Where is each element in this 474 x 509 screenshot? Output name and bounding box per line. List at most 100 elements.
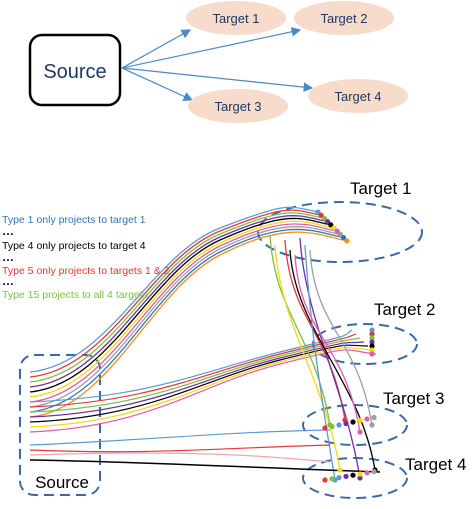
top-panel: Source Target 1 Target 2 Target 3 Target…: [28, 1, 408, 123]
fiber-to-target-2: [29, 344, 369, 423]
arrow-to-target-4: [121, 67, 314, 92]
terminal-dots: [315, 209, 378, 483]
legend-ellipsis: …: [2, 250, 14, 264]
terminal-dot-target-2: [369, 347, 375, 353]
terminal-dot-target-4: [371, 469, 377, 475]
fiber-to-target-3: [29, 429, 331, 446]
fiber-to-target-4: [29, 459, 381, 473]
terminal-dot-target-1: [321, 215, 327, 221]
bottom-target-4-label: Target 4: [405, 455, 466, 474]
top-target-4-label: Target 4: [335, 89, 382, 104]
legend-ellipsis: …: [2, 274, 14, 288]
terminal-dot-target-1: [318, 212, 324, 218]
terminal-dot-target-3: [371, 414, 377, 421]
terminal-dot-target-4: [357, 471, 363, 477]
fiber-descending: [269, 234, 331, 426]
fiber-to-target-2: [29, 329, 353, 403]
terminal-dot-target-3: [336, 422, 342, 428]
fiber-to-target-2: [29, 337, 361, 413]
fiber-to-target-1: [29, 223, 338, 403]
bottom-source-region: [19, 354, 101, 496]
fiber-descending: [274, 244, 341, 471]
bottom-source-label: Source: [35, 473, 89, 492]
arrow-to-target-1: [121, 29, 192, 69]
terminal-dot-lower: [337, 467, 343, 473]
fiber-to-target-2: [29, 341, 365, 418]
fiber-descending: [309, 249, 373, 426]
fiber-to-target-4: [29, 452, 331, 463]
legend-item-type-4: Type 4 only projects to target 4: [2, 240, 146, 252]
target-1-region: [257, 201, 423, 263]
terminal-dot-target-4: [350, 472, 356, 478]
arrow-to-target-3: [121, 67, 194, 101]
top-source-box: [28, 33, 122, 107]
terminal-dot-target-3: [343, 420, 349, 427]
terminal-dot-target-2: [369, 335, 375, 341]
top-target-1-node: [186, 1, 286, 35]
top-target-1-label: Target 1: [213, 11, 260, 26]
legend-item-type-15: Type 15 projects to all 4 targets: [2, 289, 148, 301]
terminal-dot-target-3: [364, 416, 370, 422]
terminal-dot-lower: [369, 422, 375, 428]
fiber-descending: [289, 249, 376, 471]
fiber-to-target-1: [29, 209, 322, 378]
fiber-to-target-1: [29, 226, 341, 408]
legend-ellipsis: …: [2, 224, 14, 238]
fiber-bundle: [29, 206, 381, 481]
terminal-dot-target-2: [369, 331, 375, 337]
terminal-dot-target-1: [331, 225, 337, 231]
bottom-panel: Type 1 only projects to target 1 … Type …: [2, 179, 466, 499]
fiber-to-target-1: [29, 217, 331, 393]
top-target-2-label: Target 2: [321, 11, 368, 26]
terminal-dot-target-1: [341, 235, 347, 241]
terminal-dot-target-1: [315, 209, 321, 215]
bottom-target-2-label: Target 2: [374, 300, 435, 319]
terminal-dot-target-4: [322, 477, 328, 483]
legend: Type 1 only projects to target 1 … Type …: [2, 214, 170, 301]
terminal-dot-target-4: [336, 475, 342, 481]
fiber-to-target-1: [29, 206, 319, 373]
fiber-to-target-2: [29, 349, 377, 433]
bottom-target-1-label: Target 1: [350, 179, 411, 198]
terminal-dot-target-2: [369, 327, 375, 333]
terminal-dot-target-1: [334, 228, 340, 234]
arrow-to-target-2: [121, 27, 302, 69]
terminal-dot-target-3: [350, 419, 356, 425]
fiber-to-target-1: [29, 212, 325, 383]
top-source-label: Source: [43, 61, 106, 83]
terminal-dot-target-2: [369, 339, 375, 345]
terminal-dot-target-2: [369, 343, 375, 349]
terminal-dot-target-2: [369, 351, 375, 357]
bottom-target-3-label: Target 3: [383, 389, 444, 408]
top-target-2-node: [294, 1, 394, 35]
terminal-dot-lower: [357, 475, 363, 481]
terminal-dot-target-3: [322, 425, 328, 431]
fiber-descending: [299, 237, 361, 479]
legend-item-type-1: Type 1 only projects to target 1: [2, 214, 146, 226]
target-4-region: [302, 457, 408, 499]
fiber-to-target-2: [29, 333, 357, 408]
fiber-descending: [304, 244, 336, 481]
terminal-dot-target-3: [329, 423, 335, 430]
fiber-to-target-3: [29, 444, 331, 453]
terminal-dot-target-3: [357, 417, 363, 424]
terminal-dot-target-1: [328, 222, 334, 228]
terminal-dot-target-1: [325, 219, 331, 225]
terminal-dot-lower: [357, 429, 363, 435]
terminal-dot-target-4: [329, 476, 335, 482]
legend-item-type-5: Type 5 only projects to targets 1 & 2: [2, 265, 170, 277]
fiber-descending: [294, 254, 361, 433]
terminal-dot-target-1: [344, 238, 350, 244]
terminal-dot-target-4: [343, 473, 349, 479]
fiber-to-target-1: [29, 228, 344, 413]
terminal-dot-target-1: [337, 231, 343, 237]
top-target-4-node: [308, 79, 408, 113]
fiber-to-target-1: [29, 215, 328, 388]
top-target-3-label: Target 3: [215, 99, 262, 114]
top-target-3-node: [188, 89, 288, 123]
terminal-dot-target-4: [364, 470, 370, 476]
fiber-to-target-1: [29, 220, 335, 398]
fiber-to-target-1: [29, 231, 347, 418]
